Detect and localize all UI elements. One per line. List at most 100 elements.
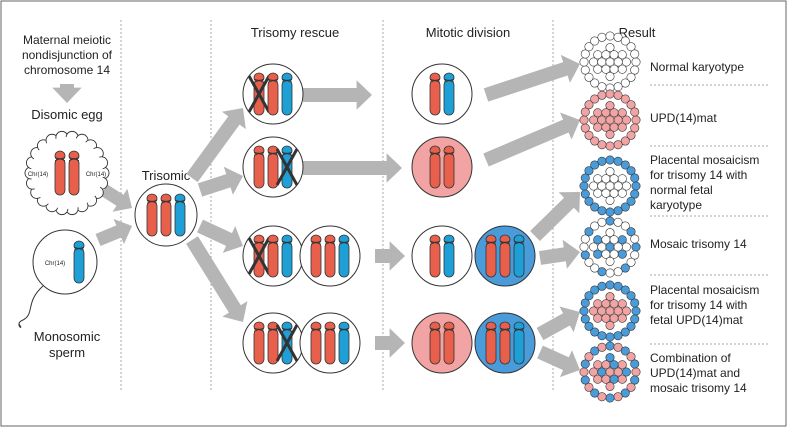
trophoblast-cell [597,342,607,352]
chromosome-long-arm [160,200,172,237]
maternal-chromosome [324,321,336,365]
trophoblast-cell [620,285,630,295]
embryo-cell [605,129,615,139]
maternal-chromosome [267,145,279,189]
arrow-sperm-to-zygote [95,218,132,247]
result-3-line-1: Placental mosaicism [650,153,759,167]
trophoblast-cell [613,217,623,227]
cell-membrane [411,63,473,125]
arrow-egg-to-zygote [100,184,132,212]
centromere [160,199,172,204]
trophoblast-cell [590,202,600,212]
embryo-cell [605,195,615,205]
chromosome-long-arm [443,79,455,116]
trophoblast-cell [605,141,615,151]
trophoblast-cell [579,181,589,191]
maternal-chromosome [499,234,511,278]
centromere [324,240,336,245]
trophoblast-cell [590,160,600,170]
egg-title: Disomic egg [31,107,103,122]
maternal-chromosome [485,234,497,278]
intro-line-3: chromosome 14 [24,63,110,77]
chromosome-long-arm [485,241,497,278]
paternal-chromosome [281,72,293,116]
result-2-line-1: UPD(14)mat [650,111,717,125]
centromere [253,327,265,332]
trophoblast-cell [630,375,640,385]
trophoblast-cell [630,250,640,260]
mitotic-cell-1 [411,63,473,125]
trophoblast-cell [630,123,640,133]
result-4-line-1: Mosaic trisomy 14 [650,237,747,251]
trophoblast-cell [620,94,630,104]
chromosome-long-arm [324,241,336,278]
centromere [443,78,455,83]
embryo-cell [621,242,631,252]
egg-body [31,137,103,209]
trophoblast-cell [620,160,630,170]
trophoblast-cell [605,393,615,403]
trophoblast-cell [580,359,590,369]
result-5-line-3: fetal UPD(14)mat [650,313,743,327]
result-6-line-3: mosaic trisomy 14 [650,381,747,395]
embryo-cell [605,292,615,302]
trophoblast-cell [620,221,630,231]
result-6-line-1: Combination of [650,351,731,365]
embryo-cell [617,122,627,132]
maternal-chromosome [310,234,322,278]
centromere [338,327,350,332]
trophoblast-cell [620,388,630,398]
embryo-cell [621,115,631,125]
trophoblast-cell [631,181,641,191]
rescue-cell-3a [242,225,304,287]
embryo-cell [621,181,631,191]
trophoblast-cell [630,173,640,183]
trophoblast-cell [626,382,636,392]
embryo-cell [617,50,627,60]
trophoblast-cell [580,314,590,324]
trophoblast-cell [630,107,640,117]
mitotic-cell-4a [411,312,473,374]
chromosome-long-arm [499,241,511,278]
embryo-cell [605,167,615,177]
centromere [513,327,525,332]
centromere [310,240,322,245]
trophoblast-cell [605,207,615,217]
maternal-chromosome [68,150,80,196]
centromere [429,78,441,83]
trophoblast-cell [631,306,641,316]
cells: Chr(14)Chr(14)Chr(14) [18,31,641,403]
chromosome-long-arm [443,328,455,365]
embryo-cell [617,299,627,309]
arrow-mitotic-1-to-result [483,54,580,102]
intro-line-2: nondisjunction of [22,48,113,62]
arrow-intro-to-egg [52,84,82,103]
chromosome-long-arm [281,241,293,278]
arrow-zygote-to-rescue-1 [186,108,246,183]
trophoblast-cell [626,166,636,176]
mitotic-cell-3a [411,225,473,287]
intro-line-1: Maternal meiotic [23,33,111,47]
centromere [443,240,455,245]
chromosome-long-arm [429,79,441,116]
centromere [253,240,265,245]
maternal-chromosome [267,72,279,116]
sperm-tail [18,285,44,328]
embryo-cell [593,374,603,384]
trophoblast-cell [613,32,623,42]
chromosome-long-arm [174,200,186,237]
embryo-cell [617,313,627,323]
chromosome-long-arm [146,200,158,237]
trophoblast-cell [584,130,594,140]
result-3-line-4: karyotype [650,198,702,212]
mitotic-cell-2 [411,136,473,198]
centromere [485,327,497,332]
trophoblast-cell [590,346,600,356]
paternal-chromosome [443,234,455,278]
trophoblast-cell [605,280,615,290]
chromosome-long-arm [324,328,336,365]
centromere [54,157,66,161]
trophoblast-cell [630,234,640,244]
paternal-chromosome [513,234,525,278]
